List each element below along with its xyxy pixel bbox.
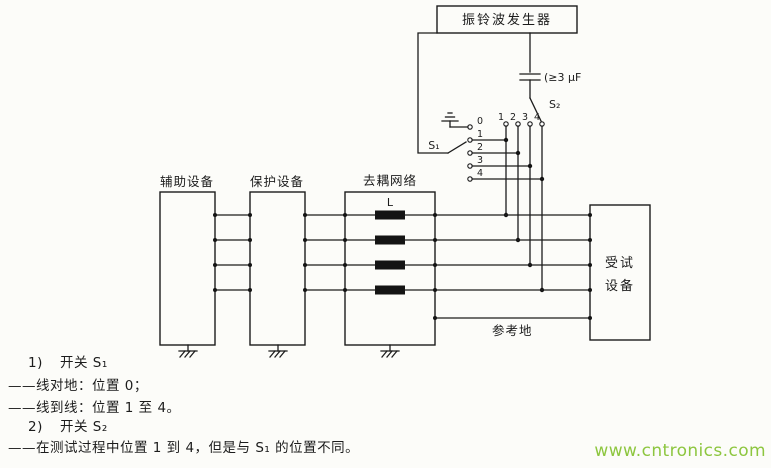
generator-to-s1-wire xyxy=(417,32,449,154)
ground-tick xyxy=(189,350,196,358)
note-2-title: 开关 S₂ xyxy=(60,419,108,435)
junction-dot xyxy=(588,213,592,217)
generator-box xyxy=(436,5,578,34)
junction-dot xyxy=(433,288,437,292)
s1-position-label-3: 3 xyxy=(477,155,483,166)
ground-tick xyxy=(381,350,388,358)
line-wire-2 xyxy=(213,238,592,242)
s2-wiper xyxy=(529,97,542,122)
protection-equipment: 保护设备 xyxy=(249,174,306,346)
inductor-2 xyxy=(375,235,405,245)
s2-position-label-4: 4 xyxy=(534,112,540,123)
decoupling-network: 去耦网络 L xyxy=(344,173,436,346)
equipment-under-test: 受试 设备 xyxy=(589,204,651,341)
switch-s1: S₁ 0 1 2 3 4 xyxy=(428,112,545,182)
ring-wave-generator: 振铃波发生器 xyxy=(436,5,578,34)
coupling-capacitor: (≥3 μF xyxy=(519,71,581,84)
note-1-line-2: ——线到线：位置 1 至 4。 xyxy=(8,400,181,416)
eut-label-line2: 设备 xyxy=(605,278,635,294)
junction-dot xyxy=(588,263,592,267)
junction-dot xyxy=(248,288,252,292)
s1-position-label-1: 1 xyxy=(477,129,483,140)
s1-position-label-0: 0 xyxy=(477,116,483,127)
junction-dot xyxy=(539,176,545,182)
junction-dot xyxy=(303,288,307,292)
notes-block: 1) 开关 S₁ ——线对地：位置 0； ——线到线：位置 1 至 4。 2) … xyxy=(8,355,359,456)
protection-equipment-label: 保护设备 xyxy=(250,174,304,189)
ground-tick xyxy=(386,350,393,358)
junction-dot xyxy=(433,238,437,242)
junction-dot xyxy=(303,213,307,217)
ground-tick xyxy=(179,350,186,358)
junction-dot xyxy=(303,238,307,242)
eut-box xyxy=(589,204,651,341)
junction-dot xyxy=(303,263,307,267)
junction-dot xyxy=(213,288,217,292)
ground-tick xyxy=(279,350,286,358)
auxiliary-equipment: 辅助设备 xyxy=(159,174,216,346)
auxiliary-equipment-box xyxy=(159,191,216,346)
s2-position-label-3: 3 xyxy=(522,112,528,123)
junction-dot xyxy=(503,137,509,143)
junction-dot xyxy=(515,150,521,156)
auxiliary-ground-symbol xyxy=(178,344,198,358)
s2-position-label-1: 1 xyxy=(498,112,504,123)
s1-position-label-2: 2 xyxy=(477,142,483,153)
junction-dot xyxy=(588,238,592,242)
decoupling-network-label: 去耦网络 xyxy=(363,173,417,188)
s1-position-label-4: 4 xyxy=(477,168,483,179)
junction-dot xyxy=(433,316,437,320)
auxiliary-equipment-label: 辅助设备 xyxy=(160,174,214,189)
inductor-label: L xyxy=(387,196,394,209)
note-2-line-1: ——在测试过程中位置 1 到 4，但是与 S₁ 的位置不同。 xyxy=(8,440,359,456)
ground-tick xyxy=(184,350,191,358)
reference-ground-label: 参考地 xyxy=(492,323,533,338)
junction-dot xyxy=(433,263,437,267)
s1-ground-symbol xyxy=(441,112,459,128)
junction-dot xyxy=(343,288,347,292)
inductor-3 xyxy=(375,260,405,270)
junction-dot xyxy=(433,213,437,217)
s2-position-label-2: 2 xyxy=(510,112,516,123)
capacitor-value-label: (≥3 μF xyxy=(544,71,581,84)
note-1-line-1: ——线对地：位置 0； xyxy=(8,378,148,394)
s1-wiper xyxy=(447,141,467,154)
inductor-1 xyxy=(375,210,405,220)
watermark-text: www.cntronics.com xyxy=(594,441,766,461)
junction-dot xyxy=(213,263,217,267)
junction-dot xyxy=(213,238,217,242)
note-2-number: 2) xyxy=(28,419,43,435)
note-1-number: 1) xyxy=(28,355,43,371)
inductor-4 xyxy=(375,285,405,295)
s1-label: S₁ xyxy=(428,139,439,152)
line-wire-1 xyxy=(213,213,592,217)
line-wire-3 xyxy=(213,263,592,267)
note-1-title: 开关 S₁ xyxy=(60,355,108,371)
s2-label: S₂ xyxy=(549,98,560,111)
junction-dot xyxy=(588,288,592,292)
decoupling-ground-symbol xyxy=(380,344,400,358)
junction-dot xyxy=(248,213,252,217)
junction-dot xyxy=(527,163,533,169)
line-wire-4 xyxy=(213,288,592,292)
junction-dot xyxy=(343,238,347,242)
s2-drop-wires xyxy=(503,125,545,293)
ground-tick xyxy=(269,350,276,358)
junction-dot xyxy=(588,316,592,320)
junction-dot xyxy=(248,263,252,267)
junction-dot xyxy=(248,238,252,242)
generator-label: 振铃波发生器 xyxy=(462,12,552,28)
protection-ground-symbol xyxy=(268,344,288,358)
junction-dot xyxy=(343,213,347,217)
junction-dot xyxy=(343,263,347,267)
junction-dot xyxy=(213,213,217,217)
eut-label-line1: 受试 xyxy=(605,256,635,271)
ground-tick xyxy=(391,350,398,358)
ground-tick xyxy=(274,350,281,358)
reference-ground: 参考地 xyxy=(433,316,592,338)
switch-s2: S₂ 1 2 3 4 xyxy=(498,97,560,127)
protection-equipment-box xyxy=(249,191,306,346)
